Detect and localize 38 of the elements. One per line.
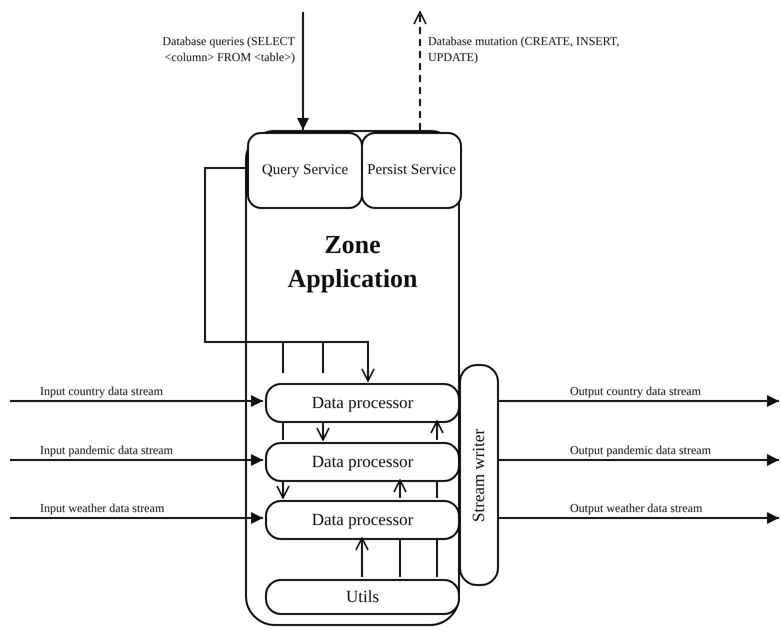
process-box — [247, 132, 363, 209]
arrow — [393, 479, 407, 498]
process-box — [361, 132, 462, 209]
arrow — [499, 512, 779, 524]
edge-label: Output weather data stream — [570, 500, 702, 516]
arrow — [297, 12, 309, 130]
edge-label: Database queries (SELECT <column> FROM <table>) — [161, 33, 295, 66]
process-box — [265, 383, 460, 423]
arrow — [355, 537, 369, 577]
edge-label: Database mutation (CREATE, INSERT, UPDATE) — [428, 33, 620, 66]
arrow — [316, 421, 330, 441]
node-label: Data processor — [312, 509, 414, 531]
edge-label: Output country data stream — [570, 383, 701, 400]
process-box — [265, 442, 460, 482]
arrow — [413, 11, 427, 130]
node-label: Utils — [346, 586, 380, 608]
process-box — [265, 500, 460, 540]
node-label: Persist Service — [367, 161, 456, 180]
arrow — [204, 167, 375, 382]
arrow — [10, 395, 263, 407]
node-label: Data processor — [312, 451, 414, 473]
application-container — [245, 130, 460, 626]
arrow — [430, 420, 444, 440]
arrow — [10, 454, 263, 466]
edge-label: Input pandemic data stream — [40, 442, 173, 458]
container-title: Zone Application — [286, 229, 419, 295]
arrow — [499, 454, 779, 466]
arrow — [10, 512, 263, 524]
node-label: Data processor — [312, 392, 414, 414]
edge-label: Input weather data stream — [40, 500, 164, 516]
edge-label: Output pandemic data stream — [570, 442, 711, 458]
edge-label: Input country data stream — [40, 383, 163, 400]
process-box — [265, 579, 460, 615]
arrow — [276, 480, 290, 499]
node-label: Query Service — [262, 161, 348, 180]
arrow — [499, 395, 779, 407]
node-label: Stream writer — [469, 428, 489, 522]
writer-bar — [459, 364, 499, 586]
